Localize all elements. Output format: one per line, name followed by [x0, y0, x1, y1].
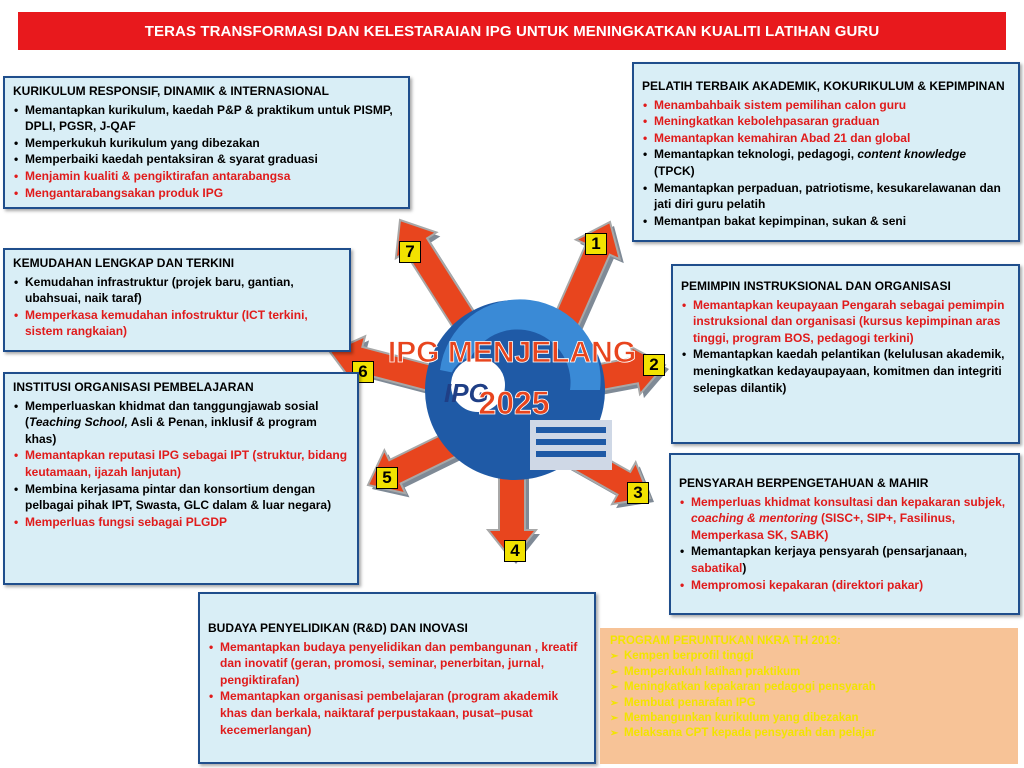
box-kemudahan-title: KEMUDAHAN LENGKAP DAN TERKINI — [13, 256, 235, 270]
box-budaya-title: BUDAYA PENYELIDIKAN (R&D) DAN INOVASI — [208, 621, 468, 635]
badge-7: 7 — [399, 241, 421, 263]
item-text: (TPCK) — [654, 163, 695, 178]
box-nkra: PROGRAM PERUNTUKAN NKRA TH 2013: Kempen … — [600, 628, 1018, 764]
box-institusi: INSTITUSI ORGANISASI PEMBELAJARAN Memper… — [3, 372, 359, 585]
list-item: Memantapkan keupayaan Pengarah sebagai p… — [681, 297, 1010, 347]
box-pensyarah-title: PENSYARAH BERPENGETAHUAN & MAHIR — [679, 476, 929, 490]
list-item: Memantapkan teknologi, pedagogi, content… — [642, 146, 1010, 179]
item-emphasis: coaching & mentoring — [691, 511, 818, 526]
hub-title-line1: IPG MENJELANG — [388, 336, 636, 369]
list-item: Mempromosi kepakaran (direktori pakar) — [679, 577, 1010, 594]
box-kemudahan: KEMUDAHAN LENGKAP DAN TERKINI Kemudahan … — [3, 248, 351, 352]
list-item: Memperbaiki kaedah pentaksiran & syarat … — [13, 151, 400, 168]
box-institusi-title: INSTITUSI ORGANISASI PEMBELAJARAN — [13, 380, 254, 394]
hub-title-line2: 2025 — [478, 385, 549, 421]
list-item: Membuat penarafan IPG — [610, 696, 1008, 712]
badge-3: 3 — [627, 482, 649, 504]
list-item: Kempen berprofil tinggi — [610, 649, 1008, 665]
badge-2: 2 — [643, 354, 665, 376]
list-item: Mengantarabangsakan produk IPG — [13, 185, 400, 202]
list-item: Meningkatkan kebolehpasaran graduan — [642, 113, 1010, 130]
list-item: Memperkukuh kurikulum yang dibezakan — [13, 135, 400, 152]
list-item: Memantapkan kerjaya pensyarah (pensarjan… — [679, 543, 1010, 576]
box-pemimpin: PEMIMPIN INSTRUKSIONAL DAN ORGANISASI Me… — [671, 264, 1020, 444]
list-item: Menjamin kualiti & pengiktirafan antarab… — [13, 168, 400, 185]
list-item: Meningkatkan kepakaran pedagogi pensyara… — [610, 680, 1008, 696]
list-item: Membina kerjasama pintar dan konsortium … — [13, 481, 349, 514]
item-emphasis: content knowledge — [857, 147, 967, 162]
box-pemimpin-title: PEMIMPIN INSTRUKSIONAL DAN ORGANISASI — [681, 279, 951, 293]
list-item: Melaksana CPT kepada pensyarah dan pelaj… — [610, 726, 1008, 742]
item-text: Memantapkan teknologi, pedagogi, — [654, 147, 858, 162]
list-item: Memantapkan perpaduan, patriotisme, kesu… — [642, 180, 1010, 213]
box-pelatih-title: PELATIH TERBAIK AKADEMIK, KOKURIKULUM & … — [642, 79, 1005, 93]
list-item: Memantpan bakat kepimpinan, sukan & seni — [642, 213, 1010, 230]
list-item: Memperluas khidmat konsultasi dan kepaka… — [679, 494, 1010, 544]
list-item: Memantapkan kaedah pelantikan (kelulusan… — [681, 346, 1010, 396]
box-kurikulum-title: KURIKULUM RESPONSIF, DINAMIK & INTERNASI… — [13, 84, 330, 98]
arrow-6 — [328, 334, 435, 392]
badge-5: 5 — [376, 467, 398, 489]
list-item: Memantapkan organisasi pembelajaran (pro… — [208, 688, 586, 738]
list-item: Memantapkan budaya penyelidikan dan pemb… — [208, 639, 586, 689]
list-item: Memantapkan kurikulum, kaedah P&P & prak… — [13, 102, 400, 135]
list-item: Memantapkan reputasi IPG sebagai IPT (st… — [13, 447, 349, 480]
list-item: Memperkasa kemudahan infostruktur (ICT t… — [13, 307, 341, 340]
item-emphasis: Teaching School, — [29, 415, 128, 430]
item-text: Memantapkan kerjaya pensyarah (pensarjan… — [691, 544, 968, 559]
badge-4: 4 — [504, 540, 526, 562]
list-item: Membangunkan kurikulum yang dibezakan — [610, 711, 1008, 727]
box-budaya: BUDAYA PENYELIDIKAN (R&D) DAN INOVASI Me… — [198, 592, 596, 764]
item-highlight: sabatikal — [691, 560, 743, 575]
item-text: Memperluaskan khidmat dan tanggungjawab … — [25, 398, 319, 430]
list-item: Kemudahan infrastruktur (projek baru, ga… — [13, 274, 341, 307]
list-item: Menambahbaik sistem pemilihan calon guru — [642, 97, 1010, 114]
list-item: Memperluaskan khidmat dan tanggungjawab … — [13, 398, 349, 448]
title-banner: TERAS TRANSFORMASI DAN KELESTARAIAN IPG … — [18, 12, 1006, 50]
badge-1: 1 — [585, 233, 607, 255]
hub-logo-text: IPG — [444, 378, 489, 408]
list-item: Memperkukuh latihan praktikum — [610, 665, 1008, 681]
list-item: Memperluas fungsi sebagai PLGDP — [13, 514, 349, 531]
box-nkra-title: PROGRAM PERUNTUKAN NKRA TH 2013: — [610, 635, 841, 647]
item-text: Memperluas khidmat konsultasi dan kepaka… — [691, 494, 1006, 509]
item-text: (SISC+, SIP+, Fasilinus, Memperkasa SK, … — [691, 511, 956, 542]
list-item: Memantapkan kemahiran Abad 21 dan global — [642, 130, 1010, 147]
item-text: ) — [742, 560, 747, 575]
item-text: Asli & Penan, inklusif & program khas) — [25, 415, 317, 446]
box-kurikulum: KURIKULUM RESPONSIF, DINAMIK & INTERNASI… — [3, 76, 410, 209]
ipg-logo — [425, 299, 612, 480]
box-pensyarah: PENSYARAH BERPENGETAHUAN & MAHIR Memperl… — [669, 453, 1020, 615]
box-pelatih: PELATIH TERBAIK AKADEMIK, KOKURIKULUM & … — [632, 62, 1020, 242]
